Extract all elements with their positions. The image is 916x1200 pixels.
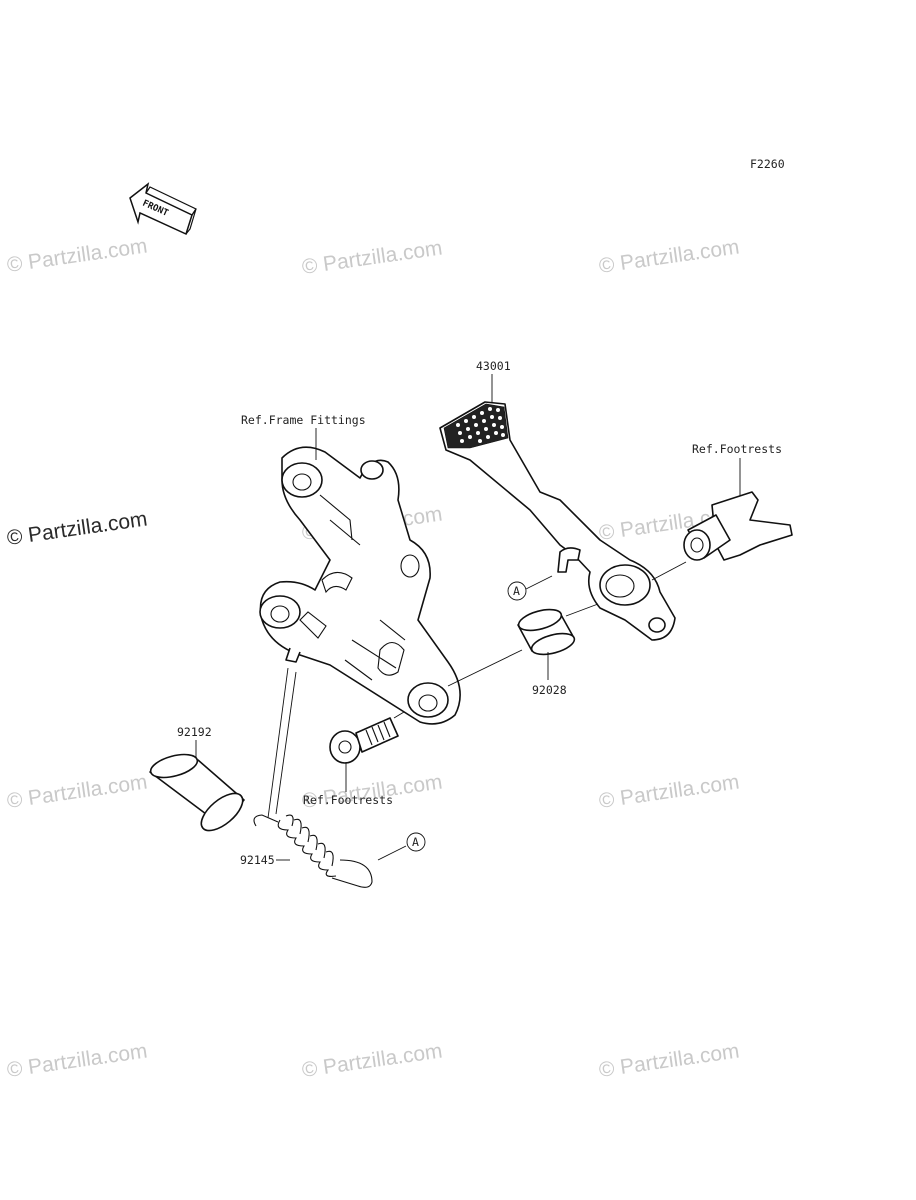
callout-92192: 92192 [177, 725, 212, 739]
brake-pedal [439, 401, 676, 641]
watermark: © Partzilla.com [597, 235, 740, 277]
diagram-code: F2260 [750, 157, 785, 171]
callout-92145: 92145 [240, 853, 275, 867]
marker-a-upper: A [507, 581, 527, 601]
callout-ref-frame-fittings: Ref.Frame Fittings [241, 413, 366, 427]
watermark: © Partzilla.com [597, 1039, 740, 1081]
callout-92028: 92028 [532, 683, 567, 697]
watermark: © Partzilla.com [300, 1039, 443, 1081]
watermark: © Partzilla.com [597, 770, 740, 812]
collar-92028 [517, 608, 576, 656]
bolt [329, 717, 399, 764]
callout-ref-footrests-lower: Ref.Footrests [303, 793, 393, 807]
marker-a-lower: A [406, 832, 426, 852]
watermark: © Partzilla.com [5, 1039, 148, 1081]
collar-92192 [149, 753, 245, 832]
spring-92145 [253, 814, 373, 888]
watermark: © Partzilla.com [5, 234, 148, 276]
watermark-prominent: © Partzilla.com [5, 507, 148, 549]
footrest-bracket [259, 446, 461, 725]
marker-a-upper-label: A [513, 584, 520, 598]
marker-a-lower-label: A [412, 835, 419, 849]
callout-ref-footrests-upper: Ref.Footrests [692, 442, 782, 456]
leader-lines [195, 374, 741, 861]
watermark: © Partzilla.com [300, 236, 443, 278]
callout-43001: 43001 [476, 359, 511, 373]
front-arrow-icon: FRONT [129, 182, 197, 236]
pivot-assembly [683, 491, 793, 561]
watermark: © Partzilla.com [5, 770, 148, 812]
